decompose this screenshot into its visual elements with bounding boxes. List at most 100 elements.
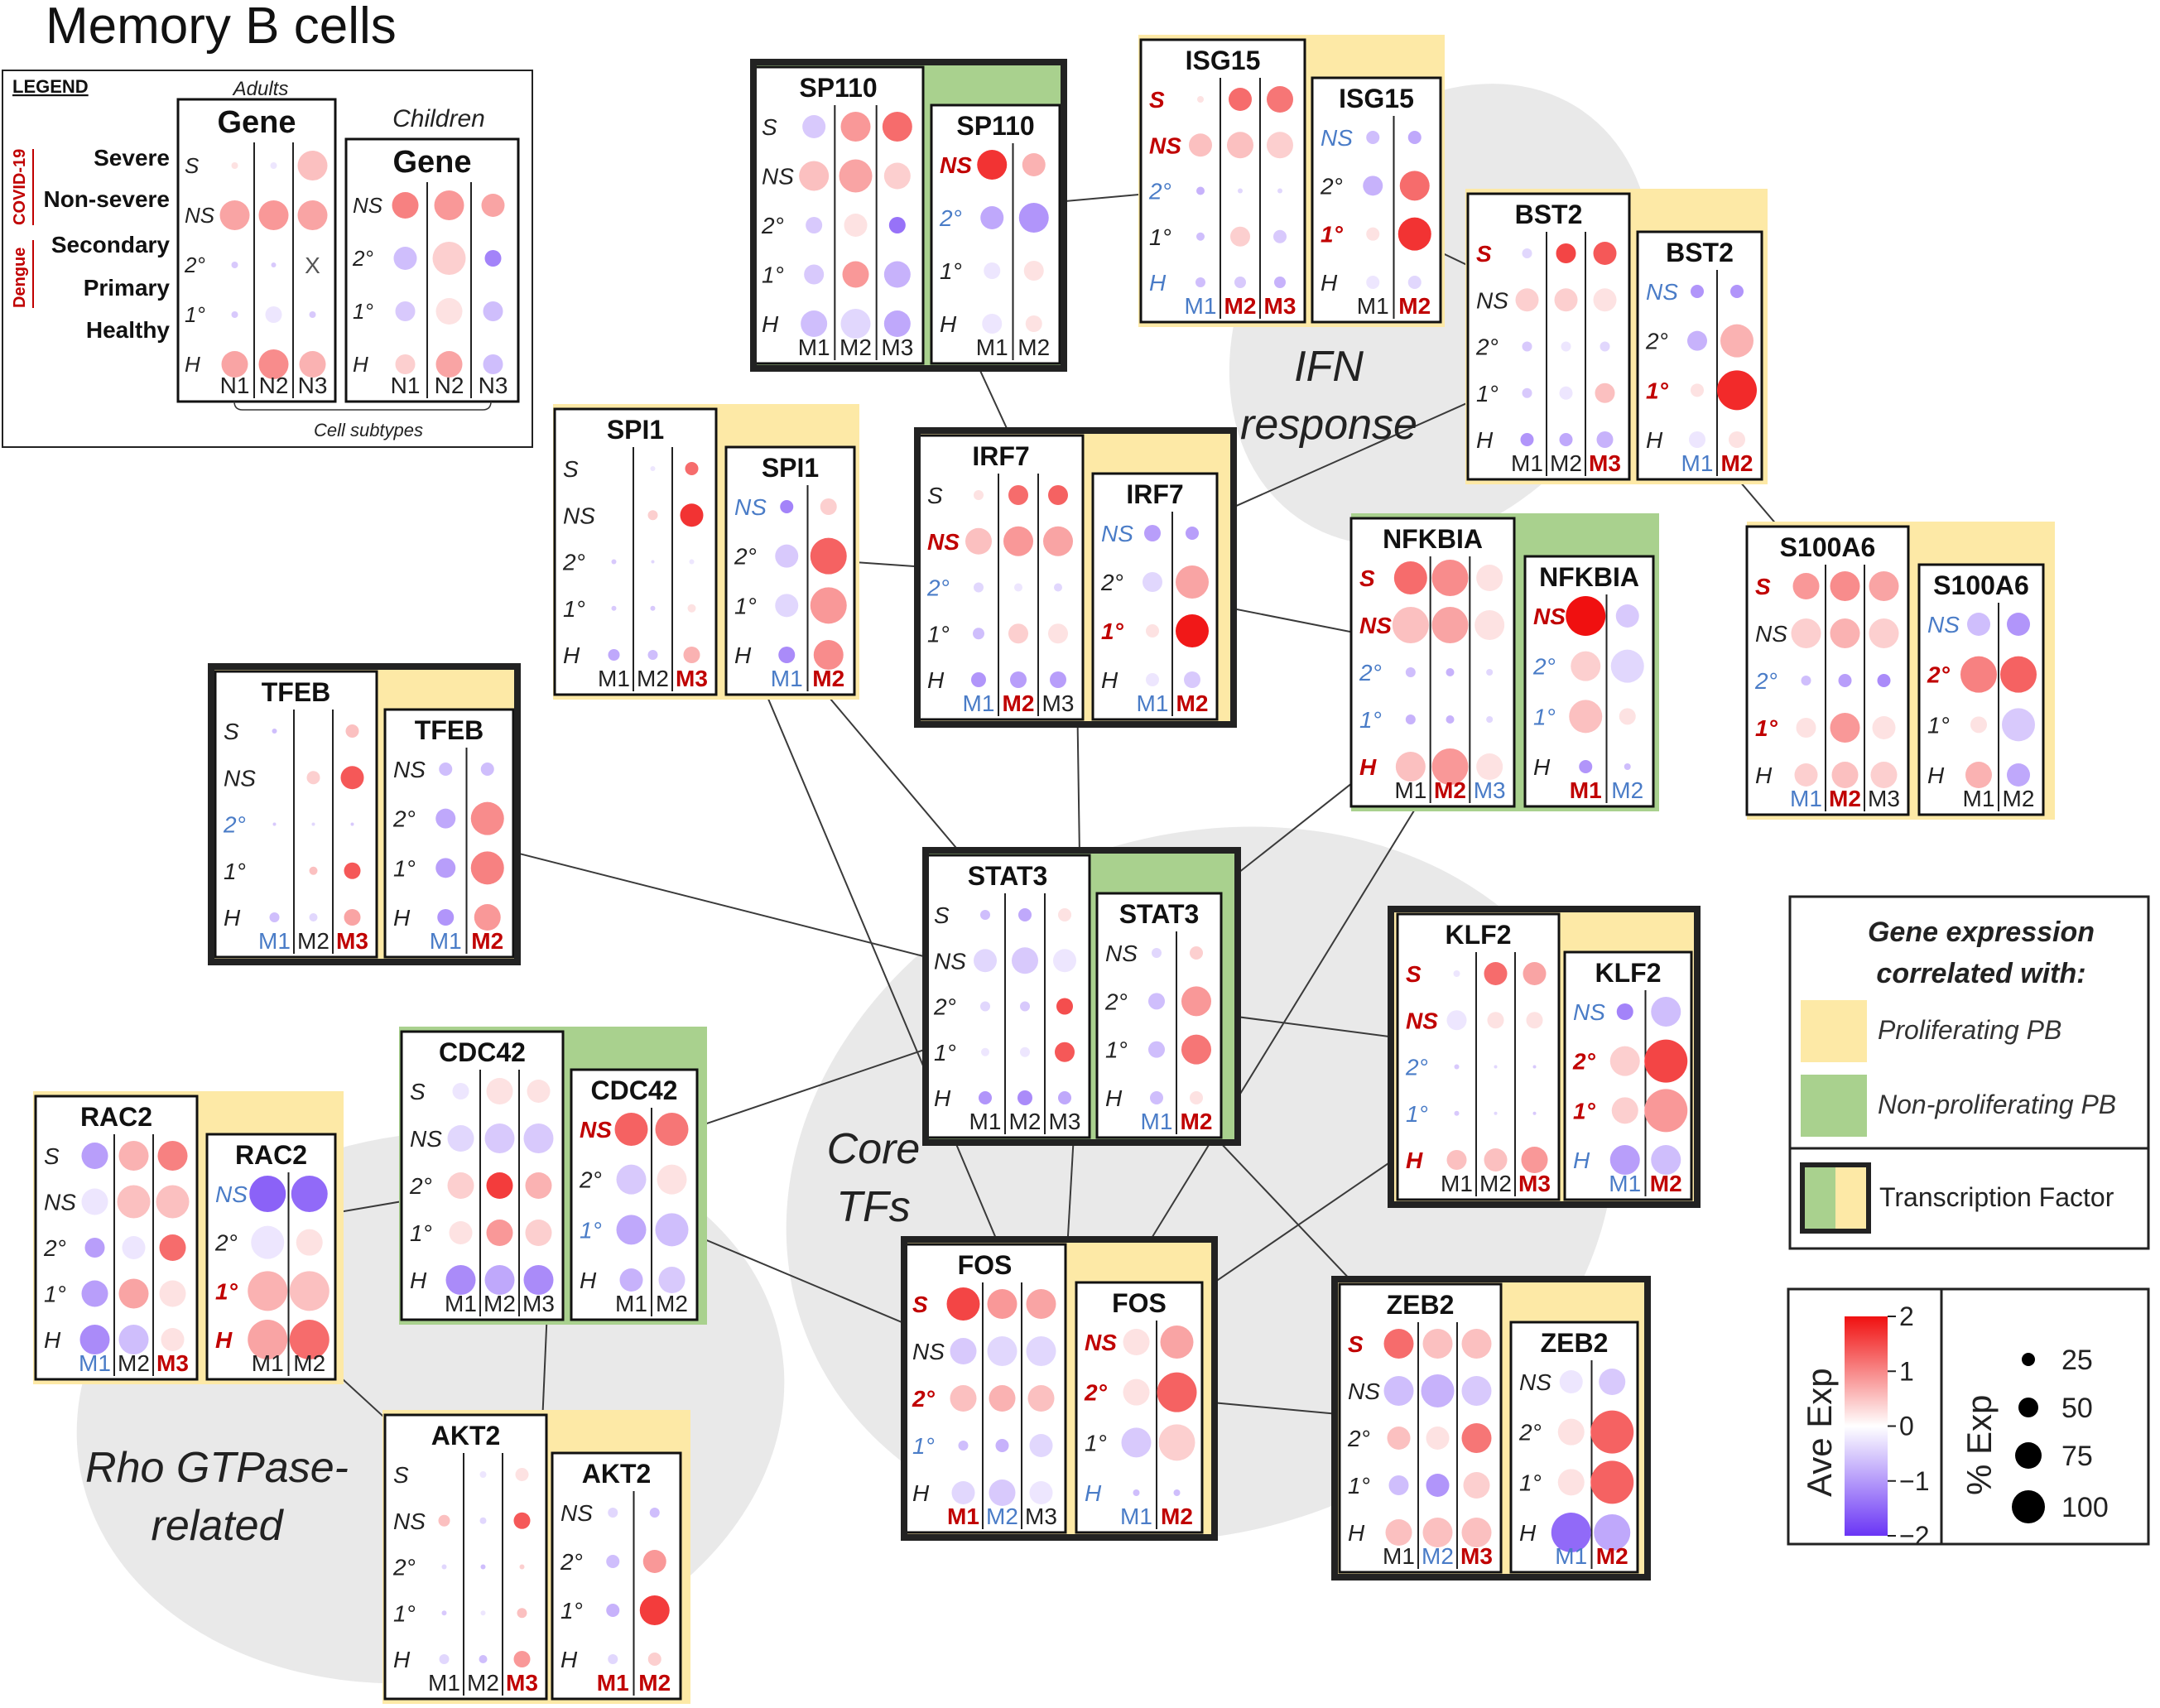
isg15-adult-dot — [1267, 86, 1293, 113]
bst2-child-dot — [1687, 330, 1707, 351]
bst2-adult-dot — [1600, 341, 1610, 352]
sp110-adult-dot — [882, 112, 912, 142]
nfkbia-child-col-label: M1 — [1570, 777, 1602, 803]
nfkbia-child-gene-name: NFKBIA — [1539, 562, 1639, 592]
irf7-adult-col-label: M2 — [1003, 690, 1035, 716]
nfkbia-child-dot — [1624, 763, 1631, 770]
isg15-adult-dot — [1196, 186, 1205, 195]
klf2-adult-row-label: H — [1406, 1147, 1423, 1173]
klf2-child-row-label: 2° — [1572, 1049, 1596, 1075]
isg15-adult-dot — [1238, 188, 1243, 194]
irf7-adult-dot — [1054, 583, 1062, 592]
stat3-child-dot — [1190, 946, 1203, 960]
stat3-child-dot — [1148, 1041, 1165, 1058]
fos-child-row-label: 1° — [1085, 1430, 1107, 1455]
zeb2-child-row-label: 1° — [1519, 1470, 1542, 1495]
spi1-adult-dot — [650, 466, 656, 471]
irf7-child-dot — [1184, 671, 1200, 688]
isg15-child-dot — [1363, 176, 1383, 196]
spi1-adult-col-label: M1 — [598, 666, 630, 691]
cdc42-adult-row-label: NS — [410, 1126, 442, 1152]
nfkbia-adult-dot — [1405, 714, 1416, 724]
isg15-child-dot — [1366, 227, 1380, 241]
s100a6-adult-dot — [1830, 618, 1860, 648]
akt2-adult-col-label: M3 — [506, 1670, 538, 1696]
irf7-adult-dot — [1010, 671, 1027, 688]
sp110-child-col-label: M2 — [1017, 334, 1050, 360]
bst2-adult-panel — [1466, 192, 1631, 481]
legend-adult-row-label: 2° — [184, 253, 205, 277]
irf7-child-dot — [1144, 525, 1161, 541]
akt2-child-gene-name: AKT2 — [582, 1459, 652, 1489]
rac2-adult-dot — [157, 1141, 188, 1171]
irf7-adult-row-label: S — [927, 483, 943, 508]
bst2-child-dot — [1717, 370, 1757, 411]
sp110-child-dot — [1022, 153, 1046, 176]
tfeb-child-dot — [435, 858, 456, 878]
spi1-adult-dot — [683, 647, 700, 663]
akt2-child-row-label: 2° — [560, 1549, 583, 1575]
nfkbia-adult-col-label: M2 — [1434, 777, 1466, 803]
nfkbia-child-dot — [1566, 596, 1606, 636]
bst2-adult-gene-name: BST2 — [1515, 200, 1583, 229]
isg15-adult-dot — [1230, 226, 1250, 247]
stat3-child-dot — [1181, 986, 1211, 1017]
nfkbia-child-col-label: M2 — [1611, 777, 1643, 803]
s100a6-adult-row-label: H — [1755, 763, 1773, 788]
cdc42-adult-dot — [523, 1123, 554, 1153]
sp110-child-dot — [1025, 315, 1042, 332]
irf7-adult-dot — [1003, 526, 1033, 556]
spi1-child-row-label: NS — [734, 494, 767, 520]
irf7-adult-dot — [974, 490, 984, 500]
spi1-adult-col-label: M2 — [637, 666, 669, 691]
bst2-adult-dot — [1522, 387, 1532, 398]
tf-border — [208, 663, 521, 965]
fos-adult-col-label: M3 — [1025, 1504, 1057, 1529]
nfkbia-child-dot — [1579, 760, 1593, 773]
nfkbia-adult-row-label: H — [1359, 754, 1377, 780]
bst2-adult-row-label: 2° — [1475, 334, 1499, 360]
isg15-adult-dot — [1189, 133, 1212, 157]
irf7-adult-dot — [1048, 623, 1068, 644]
nfkbia-adult-gene-name: NFKBIA — [1383, 524, 1483, 554]
rac2-child-dot — [289, 1271, 330, 1311]
akt2-adult-dot — [441, 1564, 447, 1570]
isg15-child-gene-name: ISG15 — [1339, 84, 1414, 113]
legend-adult-dot — [297, 151, 328, 180]
akt2-child-row-label: 1° — [560, 1598, 583, 1624]
zeb2-adult-col-label: M2 — [1422, 1543, 1454, 1569]
legend-adult-dot — [270, 162, 277, 169]
klf2-adult-dot — [1532, 1111, 1537, 1115]
isg15-child-dot — [1398, 217, 1431, 251]
irf7-adult-dot — [1050, 671, 1066, 688]
klf2-adult-dot — [1484, 962, 1508, 985]
legend-child-dot — [484, 250, 502, 267]
zeb2-adult-gene-name: ZEB2 — [1387, 1290, 1455, 1320]
spi1-adult-dot — [651, 560, 655, 564]
rac2-adult-dot — [159, 1234, 186, 1261]
legend-adult-row-label: 1° — [185, 302, 205, 327]
akt2-child-dot — [647, 1653, 661, 1666]
s100a6-adult-dot — [1869, 618, 1899, 648]
stat3-adult-gene-name: STAT3 — [968, 861, 1048, 891]
klf2-child-dot — [1609, 1145, 1640, 1175]
fos-child-dot — [1123, 1378, 1150, 1406]
legend-adult-dot — [258, 349, 289, 379]
legend-group-1: Non-severe — [43, 186, 170, 212]
rac2-child-dot — [249, 1176, 286, 1212]
nfkbia-adult-dot — [1474, 610, 1505, 640]
bst2-adult-dot — [1561, 341, 1571, 352]
nfkbia-adult-dot — [1476, 565, 1503, 591]
legend-child-dot — [392, 192, 419, 219]
module-label-core-1: Core — [827, 1125, 921, 1173]
fos-child-dot — [1158, 1424, 1195, 1461]
fos-adult-dot — [1027, 1385, 1055, 1412]
rac2-adult-dot — [117, 1185, 151, 1219]
rac2-adult-dot — [159, 1280, 186, 1307]
bst2-child-dot — [1691, 285, 1704, 298]
klf2-adult-col-label: M3 — [1518, 1171, 1551, 1196]
ave-exp-label: Ave Exp — [1800, 1368, 1839, 1497]
